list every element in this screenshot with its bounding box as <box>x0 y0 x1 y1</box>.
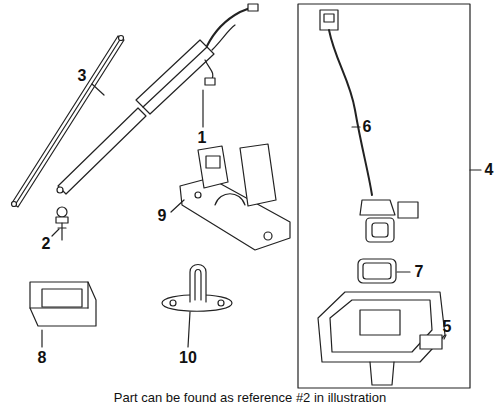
leader-line <box>92 84 104 95</box>
callout-number: 3 <box>78 68 87 84</box>
callout-number: 7 <box>415 264 424 280</box>
ball-stud <box>56 207 68 240</box>
callout-number: 5 <box>443 319 452 335</box>
callout-number: 6 <box>363 119 372 135</box>
leader-line <box>41 330 42 347</box>
striker <box>162 265 232 312</box>
power-strut <box>57 4 258 194</box>
leader-line <box>52 229 59 236</box>
caption: Part can be found as reference #2 in ill… <box>114 391 386 405</box>
latch-assembly <box>180 144 290 250</box>
leader-line <box>171 200 184 212</box>
leader-line <box>397 271 410 272</box>
release-switch <box>30 282 96 326</box>
leader-line <box>444 335 446 339</box>
leader-line <box>202 90 203 127</box>
leader-line <box>352 126 360 127</box>
callout-number: 4 <box>485 162 494 178</box>
group-box <box>298 4 470 388</box>
camera-bracket <box>318 292 445 385</box>
callout-number: 2 <box>42 236 51 252</box>
callout-number: 9 <box>158 208 167 224</box>
camera-harness <box>320 10 418 242</box>
leader-line <box>188 312 190 347</box>
gasket <box>358 259 396 283</box>
callout-number: 10 <box>179 350 197 366</box>
callout-number: 1 <box>198 130 207 146</box>
leader-line <box>470 169 481 170</box>
callout-number: 8 <box>38 350 47 366</box>
